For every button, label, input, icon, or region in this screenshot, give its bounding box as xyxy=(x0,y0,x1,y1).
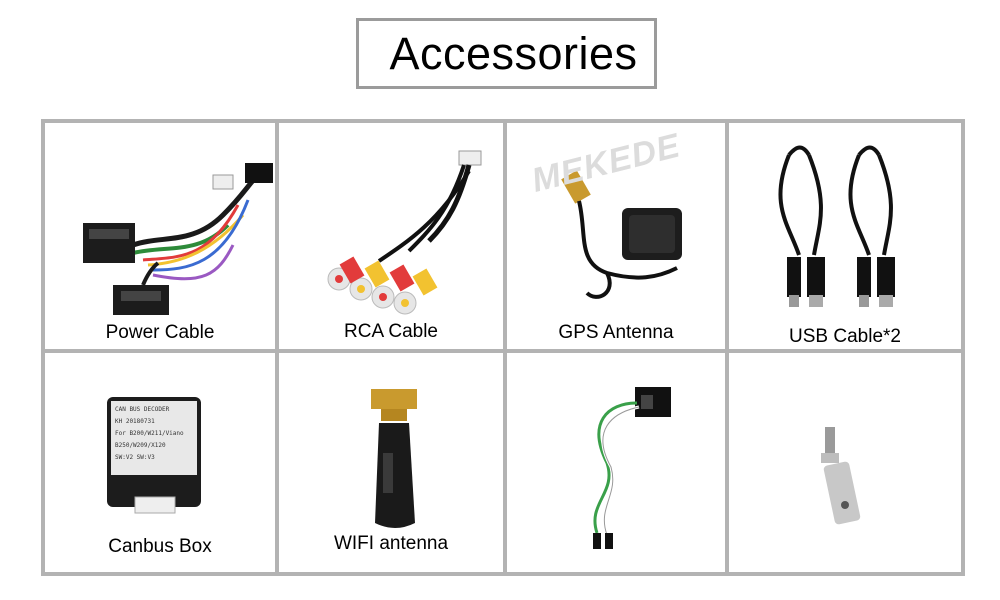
item-label: Power Cable xyxy=(105,322,215,343)
item-wifi-antenna: WIFI antenna xyxy=(279,353,503,572)
gps-antenna-icon xyxy=(561,170,682,299)
rca-cable-icon xyxy=(327,150,482,315)
title-box: Accessories xyxy=(356,18,657,89)
accessories-grid: Power Cable RCA Cable GPS Antenna xyxy=(41,119,965,576)
item-power-cable: Power Cable xyxy=(45,123,275,349)
item-wire-connector xyxy=(507,353,725,572)
canbus-box-line: KH 20180731 xyxy=(115,418,155,425)
usb-cables-icon xyxy=(778,145,895,307)
antenna-adapter-icon xyxy=(821,427,861,525)
canbus-box-icon: CAN BUS DECODER KH 20180731 For B200/W21… xyxy=(107,397,201,514)
canbus-box-line: For B200/W211/Viano xyxy=(115,430,184,437)
page-title: Accessories xyxy=(389,27,638,79)
canbus-box-line: CAN BUS DECODER xyxy=(115,406,170,413)
item-label: Canbus Box xyxy=(108,536,212,557)
item-gps-antenna: GPS Antenna xyxy=(507,123,725,349)
item-label: GPS Antenna xyxy=(558,322,674,343)
wifi-antenna-icon xyxy=(371,389,417,528)
wire-connector-icon xyxy=(593,387,671,549)
item-label: USB Cable*2 xyxy=(789,326,901,347)
item-usb-cable: USB Cable*2 xyxy=(729,123,961,349)
item-label: RCA Cable xyxy=(344,321,438,342)
item-label: WIFI antenna xyxy=(333,533,449,554)
item-canbus-box: CAN BUS DECODER KH 20180731 For B200/W21… xyxy=(45,353,275,572)
item-rca-cable: RCA Cable xyxy=(279,123,503,349)
power-cable-harness-icon xyxy=(83,163,273,315)
canbus-box-line: SW:V2 SW:V3 xyxy=(115,454,155,461)
canbus-box-line: B250/W209/X120 xyxy=(115,442,166,449)
item-antenna-adapter xyxy=(729,353,961,572)
